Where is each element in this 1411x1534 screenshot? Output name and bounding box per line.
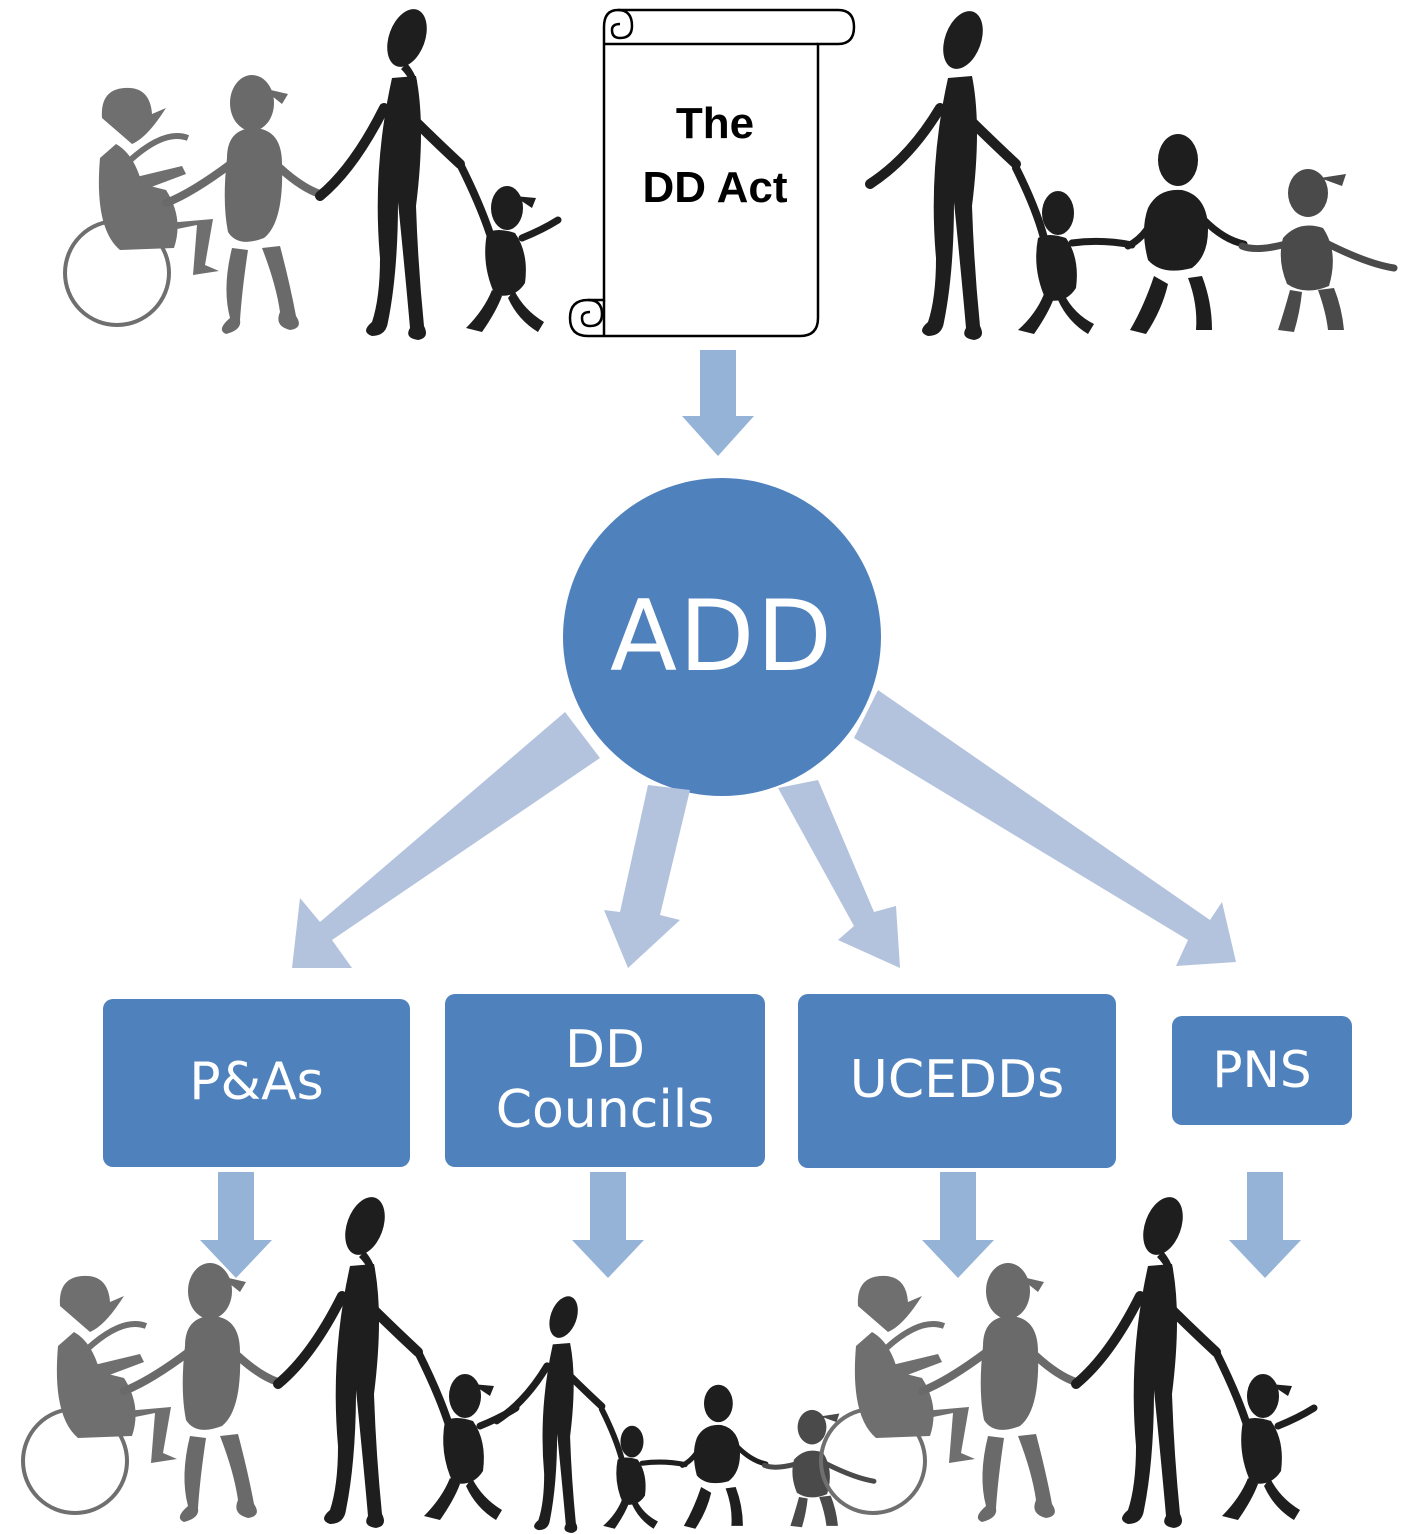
program-label-dd-councils-line1: DD — [564, 1019, 646, 1080]
dd-act-title-line2: DD Act — [642, 163, 788, 212]
distribution-arrows — [292, 690, 1236, 968]
program-box-ucedds: UCEDDs — [798, 994, 1116, 1168]
outcome-arrows — [200, 1172, 1301, 1278]
program-box-pns: PNS — [1172, 1016, 1352, 1125]
program-label-pas: P&As — [189, 1052, 324, 1113]
program-label-pns: PNS — [1212, 1040, 1312, 1099]
program-box-pas: P&As — [103, 999, 410, 1167]
arrow-act-to-add — [682, 350, 754, 456]
add-hub-circle — [563, 478, 881, 796]
program-box-dd-councils: DD Councils — [445, 994, 765, 1167]
program-label-ucedds: UCEDDs — [849, 1050, 1065, 1111]
scroll-icon — [568, 8, 856, 338]
family-group-icon — [497, 1292, 874, 1533]
family-group-icon — [65, 4, 558, 340]
program-label-dd-councils-line2: Councils — [495, 1079, 715, 1140]
dd-act-title: The DD Act — [605, 92, 825, 220]
dd-act-title-line1: The — [675, 99, 755, 148]
family-group-icon — [870, 6, 1394, 340]
add-hub-label: ADD — [610, 580, 834, 694]
